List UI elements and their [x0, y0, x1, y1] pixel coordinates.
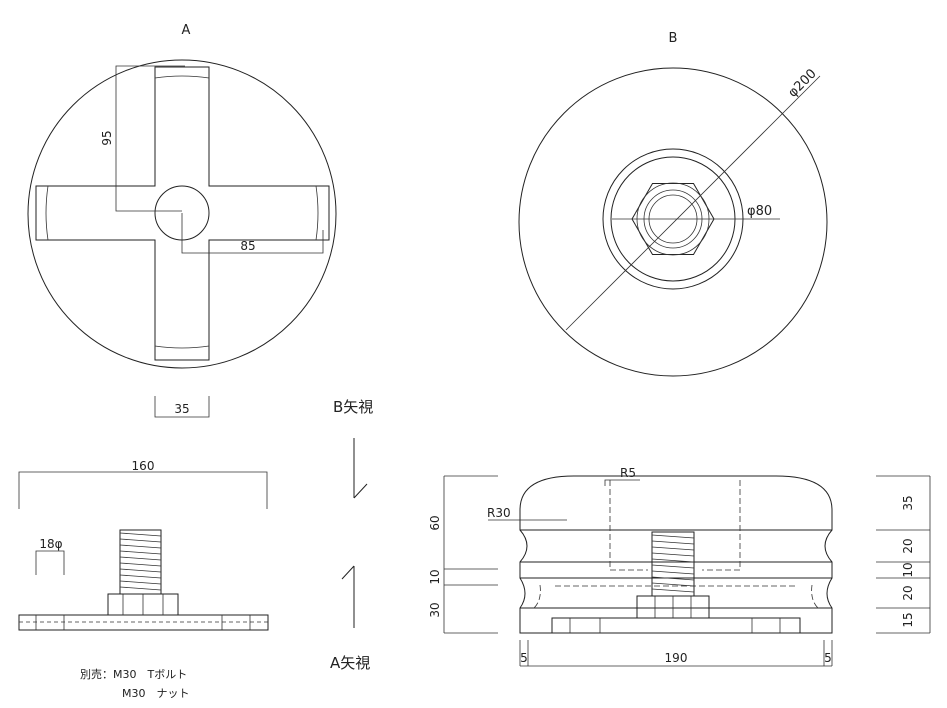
- dim-160: 160: [132, 459, 155, 473]
- dim-r5: R5: [620, 466, 636, 480]
- arrow-b-label: B矢視: [333, 398, 373, 416]
- dim-b-phi80: φ80: [747, 204, 772, 219]
- arrow-a-label: A矢視: [330, 654, 370, 672]
- dim-bottom-5-right: 5: [824, 651, 832, 665]
- dim-right-10: 10: [901, 562, 915, 577]
- dim-bottom-190: 190: [665, 651, 688, 665]
- view-a-label: A: [182, 23, 191, 38]
- dim-a-85: 85: [240, 239, 255, 253]
- side-view-left: 160 18φ: [18, 459, 269, 631]
- dim-right-15: 15: [901, 612, 915, 627]
- dim-right-20a: 20: [901, 538, 915, 553]
- dim-bottom-5-left: 5: [520, 651, 528, 665]
- dim-a-35: 35: [174, 402, 189, 416]
- view-b-label: B: [669, 31, 678, 46]
- dim-left-30: 30: [428, 602, 442, 617]
- dim-18phi: 18φ: [39, 537, 62, 551]
- view-b: B φ200 φ80: [518, 31, 828, 377]
- dim-a-95: 95: [100, 130, 114, 145]
- dim-right-35: 35: [901, 495, 915, 510]
- note-line-1: 別売：M30 Tボルト: [80, 668, 187, 681]
- view-arrows: B矢視 A矢視: [330, 398, 373, 672]
- dim-r30: R30: [487, 506, 511, 520]
- dim-left-60: 60: [428, 515, 442, 530]
- bolt-thread-right: [651, 534, 695, 593]
- side-view-right: R5 R30 60 10 30 35 20 10 20 15 5 190 5: [428, 466, 931, 667]
- dim-right-20b: 20: [901, 585, 915, 600]
- dim-b-phi200: φ200: [785, 66, 819, 100]
- bolt-thread: [119, 532, 162, 591]
- view-a: A 95 85 35: [27, 23, 337, 418]
- note-line-2: M30 ナット: [122, 687, 190, 700]
- dim-left-10: 10: [428, 569, 442, 584]
